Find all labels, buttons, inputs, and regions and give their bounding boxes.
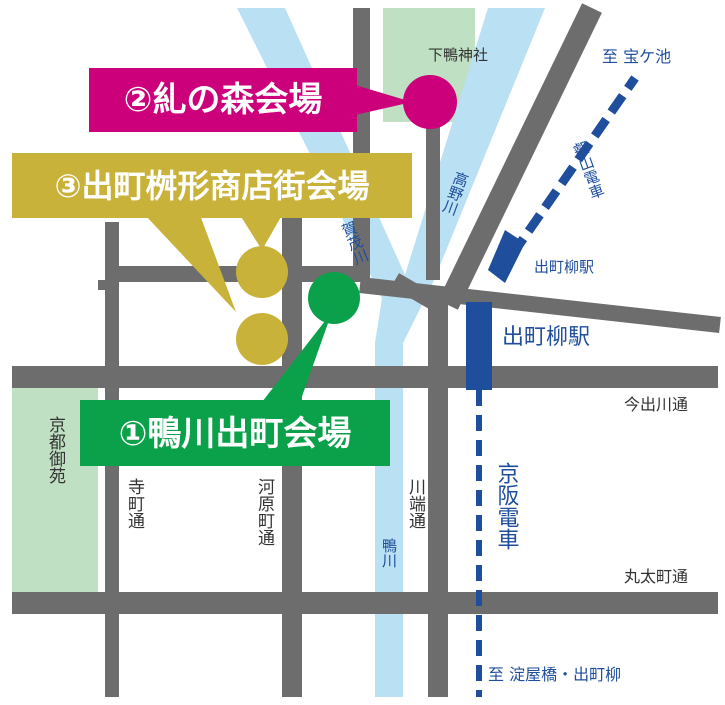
eizan-railway-line xyxy=(508,75,639,258)
imadegawa-street xyxy=(12,366,718,388)
venue3-marker-top[interactable] xyxy=(236,246,288,298)
venue3-pointer xyxy=(145,215,236,312)
kawaramachi-label: 河原町通 xyxy=(254,478,275,546)
side-street-west xyxy=(105,266,365,282)
teramachi-label: 寺町通 xyxy=(124,478,145,529)
venue1-box xyxy=(80,400,390,466)
kawabata-label: 川端通 xyxy=(405,478,426,529)
keihan-station-block xyxy=(466,302,492,390)
venue2-callout[interactable]: ②糺の森会場 xyxy=(89,68,357,132)
venue1-marker[interactable] xyxy=(308,272,360,324)
venue2-label: ②糺の森会場 xyxy=(124,80,323,120)
shrine-approach-road xyxy=(426,120,440,280)
venue1-callout[interactable]: ①鴨川出町会場 xyxy=(80,400,390,466)
eizan-station-label: 出町柳駅 xyxy=(534,258,594,276)
kawabata-northern-road xyxy=(390,273,443,312)
marutamachi-label: 丸太町通 xyxy=(624,567,688,586)
shrine-label: 下鴨神社 xyxy=(428,46,488,64)
venue2-box xyxy=(89,68,357,132)
venue3-box xyxy=(12,153,412,218)
marutamachi-street xyxy=(12,592,718,614)
eizan-station-block xyxy=(488,230,525,283)
keihan-station-label: 出町柳駅 xyxy=(502,325,590,350)
venue2-marker[interactable] xyxy=(403,75,457,129)
venue1-label: ①鴨川出町会場 xyxy=(119,414,352,454)
imadegawa-label: 今出川通 xyxy=(624,395,688,414)
venue2-pointer xyxy=(355,85,412,115)
kawabata-street xyxy=(428,300,448,697)
to-yodoyabashi-label: 至 淀屋橋・出町柳 xyxy=(488,665,621,684)
venue3-callout[interactable]: ③出町桝形商店街会場 xyxy=(12,153,412,218)
short-lane xyxy=(98,280,118,290)
keihan-railway-label: 京阪電車 xyxy=(494,462,519,550)
venue3-pointer-top xyxy=(240,215,282,250)
venue3-label: ③出町桝形商店街会場 xyxy=(54,167,369,205)
kamogawa-lower-label: 鴨川 xyxy=(380,538,398,568)
to-takaragaike-label: 至 宝ケ池 xyxy=(602,47,671,66)
venue3-marker-bottom[interactable] xyxy=(236,313,288,365)
northeast-diagonal-road xyxy=(438,3,602,310)
venue1-pointer xyxy=(262,312,332,402)
gosho-label: 京都御苑 xyxy=(45,416,66,484)
